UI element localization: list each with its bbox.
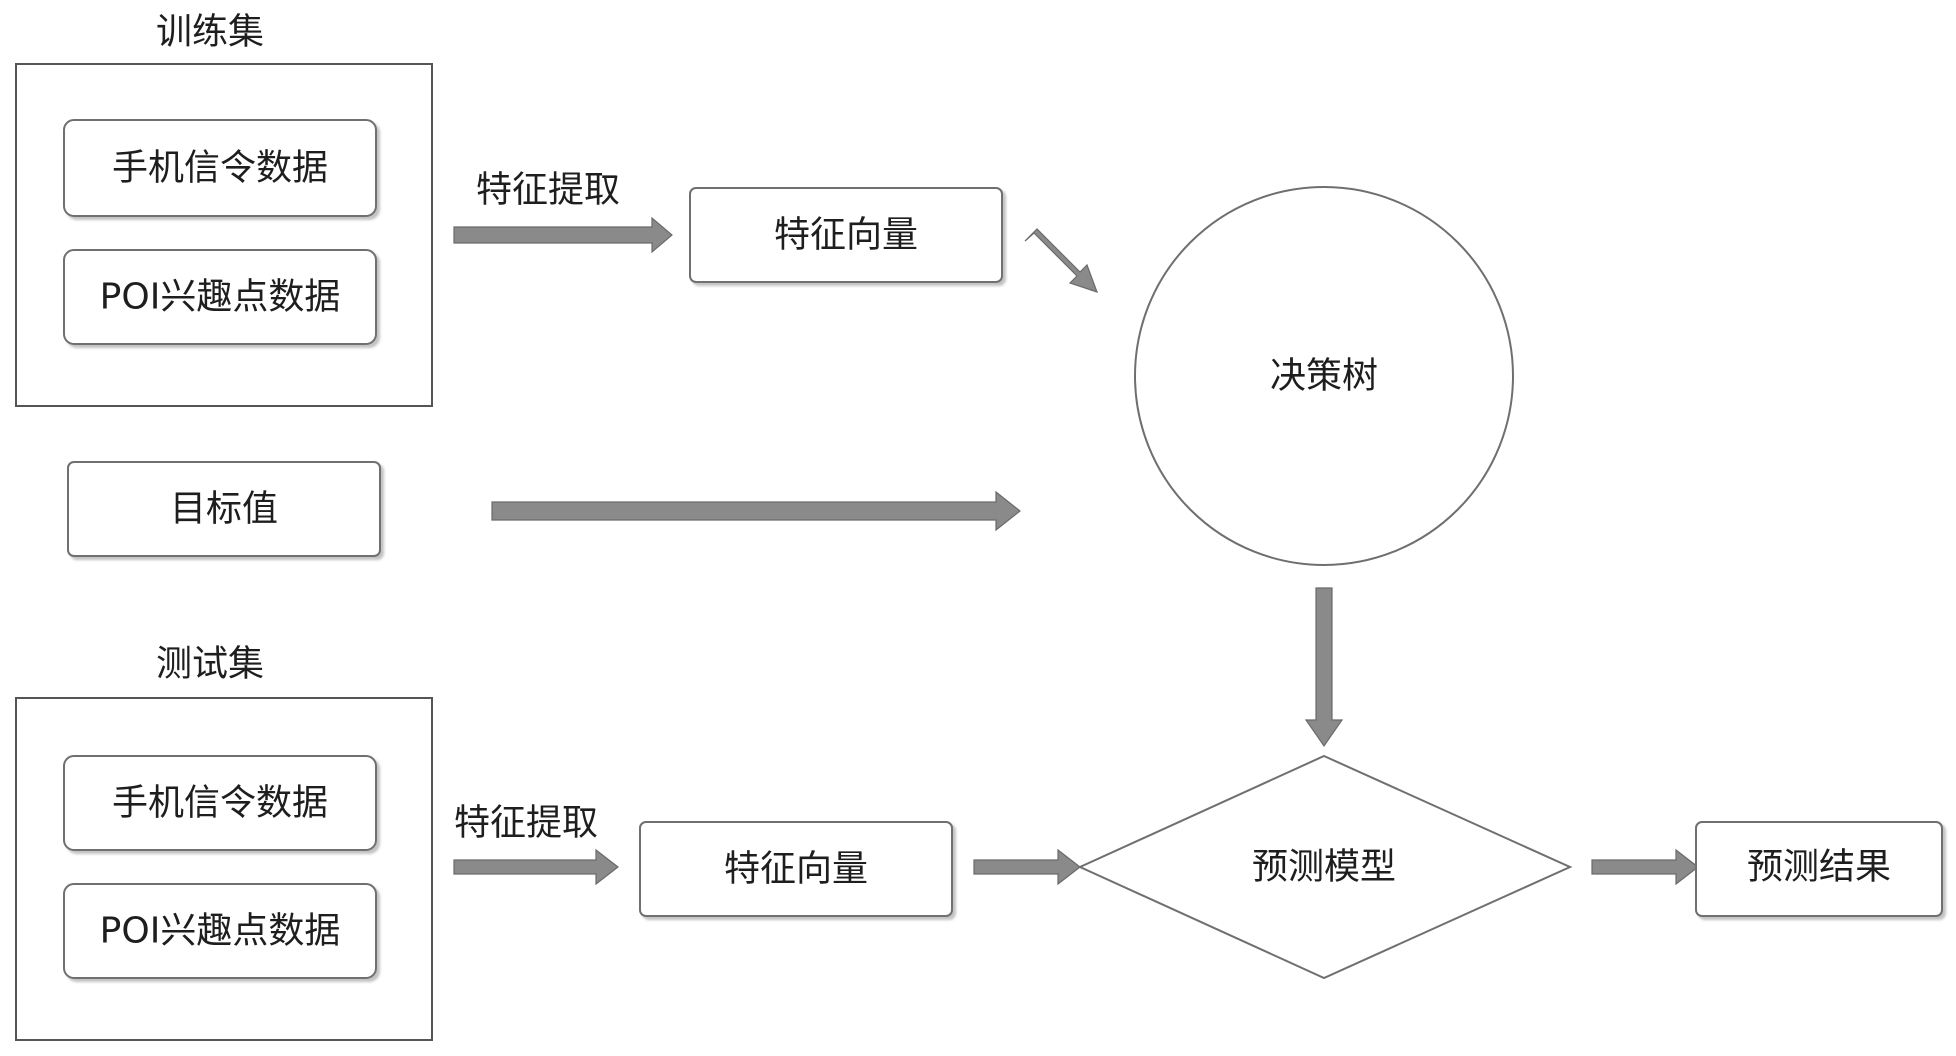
prediction-model-label: 预测模型 — [1252, 847, 1396, 888]
decision-tree-label: 决策树 — [1270, 356, 1378, 397]
train-item-poi-rect — [63, 249, 377, 345]
train-set-frame — [15, 63, 433, 407]
feature-vector-top-label: 特征向量 — [774, 215, 918, 256]
prediction-result-label: 预测结果 — [1747, 847, 1891, 888]
decision-tree-node[interactable]: 决策树 — [1134, 186, 1514, 566]
prediction-result-box[interactable]: 预测结果 — [1695, 821, 1943, 917]
train-set-title: 训练集 — [156, 12, 264, 53]
test-set-group: 测试集 手机信令数据 POI兴趣点数据 — [15, 644, 433, 1041]
train-item-poi-box[interactable]: POI兴趣点数据 — [63, 249, 377, 345]
arrow-extract-top — [453, 216, 673, 254]
target-value-rect — [67, 461, 381, 557]
prediction-model-diamond — [1077, 754, 1573, 980]
feature-extraction-label-bottom: 特征提取 — [454, 803, 598, 844]
target-value-label: 目标值 — [170, 489, 278, 530]
train-item-poi-label: POI兴趣点数据 — [100, 277, 341, 318]
feature-vector-top-box[interactable]: 特征向量 — [689, 187, 1003, 283]
train-set-group: 训练集 手机信令数据 POI兴趣点数据 — [15, 12, 433, 407]
feature-extraction-label-top: 特征提取 — [476, 170, 620, 211]
feature-vector-bottom-label: 特征向量 — [724, 849, 868, 890]
test-item-poi-label: POI兴趣点数据 — [100, 911, 341, 952]
target-value-box[interactable]: 目标值 — [67, 461, 381, 557]
test-item-poi-rect — [63, 883, 377, 979]
feature-vector-bottom-rect — [639, 821, 953, 917]
arrow-vector-to-model — [973, 848, 1081, 886]
arrow-extract-bottom — [453, 848, 619, 886]
feature-vector-top-rect — [689, 187, 1003, 283]
test-set-title: 测试集 — [156, 644, 264, 685]
train-item-signaling-label: 手机信令数据 — [112, 148, 328, 189]
test-set-frame — [15, 697, 433, 1041]
arrow-vector-to-tree — [1024, 228, 1098, 293]
test-item-signaling-label: 手机信令数据 — [112, 783, 328, 824]
test-item-poi-box[interactable]: POI兴趣点数据 — [63, 883, 377, 979]
prediction-result-rect — [1695, 821, 1943, 917]
train-item-signaling-rect — [63, 119, 377, 217]
test-item-signaling-box[interactable]: 手机信令数据 — [63, 755, 377, 851]
decision-tree-circle — [1134, 186, 1514, 566]
arrow-target-to-tree — [491, 490, 1021, 532]
arrow-tree-to-model — [1304, 587, 1344, 748]
prediction-model-node[interactable]: 预测模型 — [1077, 754, 1573, 980]
feature-vector-bottom-box[interactable]: 特征向量 — [639, 821, 953, 917]
arrow-model-to-result — [1591, 848, 1699, 886]
train-item-signaling-box[interactable]: 手机信令数据 — [63, 119, 377, 217]
test-item-signaling-rect — [63, 755, 377, 851]
